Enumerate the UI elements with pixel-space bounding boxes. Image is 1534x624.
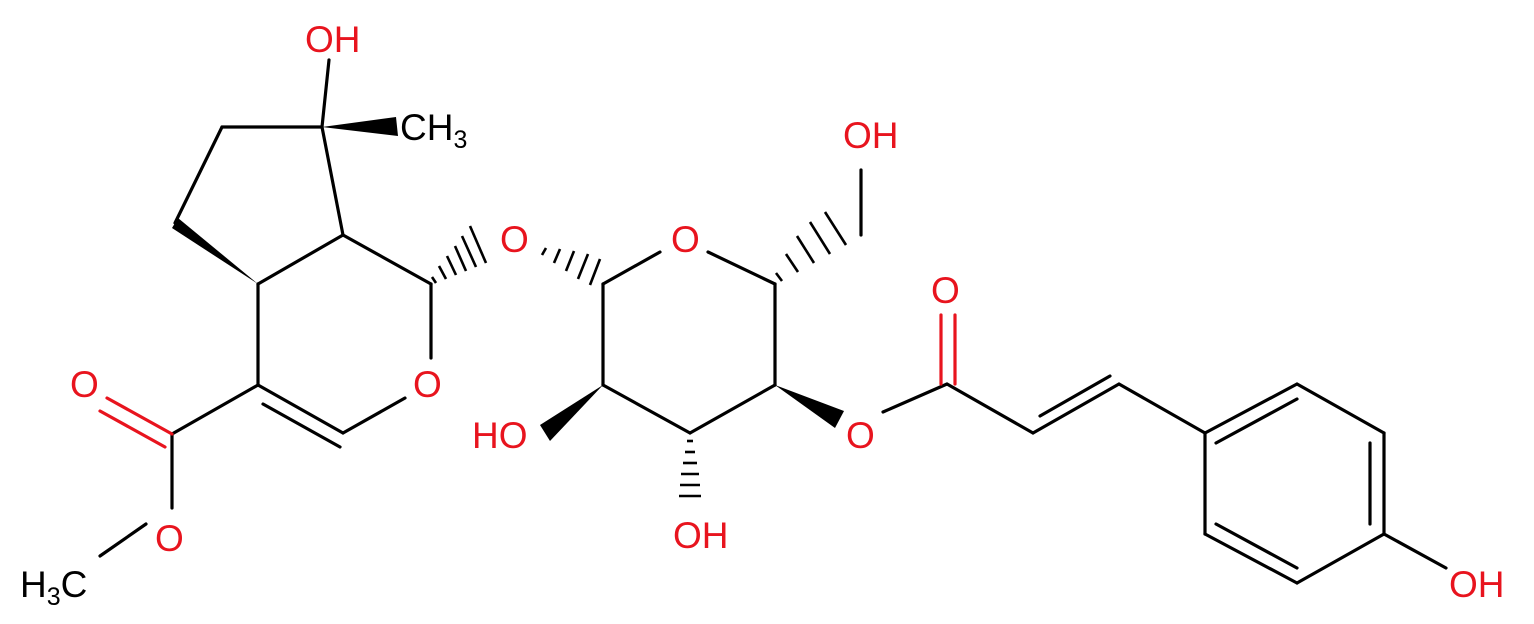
hash-bond-c3prime-oh [679,439,701,498]
pyran-bonds [256,233,433,449]
label-o-ester-single: O [155,518,184,559]
label-oh-phenol: OH [1449,564,1505,605]
label-o-acyl-carbonyl: O [931,270,960,311]
label-ho-sugar-left: HO [472,415,528,456]
bond-beta-phenyl [1117,382,1207,435]
bond-c7-oh [320,58,331,129]
bond-phenyl-oh [1382,532,1448,570]
benzene-ring-bonds [1203,382,1386,585]
label-o-sugar-ring: O [671,219,700,260]
bond-carbonyl-ester-a [105,396,174,436]
label-o-pyran-ring: O [413,364,442,405]
label-oh-top: OH [305,19,361,60]
bond-alpha-beta-inner [1038,374,1112,418]
bond-oacyl-carbonyl [881,382,949,414]
cyclopentane-bonds [173,125,345,286]
bond-alpha-beta [1031,382,1121,435]
wedge-bond-c7-methyl [322,117,398,136]
wedge-bond-c2prime-oh [540,385,603,441]
bond-carbonyl-alpha [945,382,1035,435]
hash-bond-c5prime-ch2 [774,211,848,282]
wedge-bond-c5 [172,218,258,284]
label-oh-ch2: OH [843,115,899,156]
label-ch3-top: CH3 [400,107,467,154]
hash-bond-oglyco-c1prime [540,247,602,286]
wedge-bond-c4prime-oacyl [775,385,844,428]
label-o-acyl: O [846,415,875,456]
label-o-glycosidic: O [500,219,529,260]
label-oh-sugar-bottom: OH [673,515,729,556]
sugar-ring-bonds [601,250,777,435]
hash-bond-c1-oglyco [430,225,488,284]
label-o-ester-carbonyl: O [70,364,99,405]
label-h3c-methyl: H3C [20,564,87,611]
bond-carbonyl-ester-b [98,409,167,449]
ester-bonds [98,383,260,558]
